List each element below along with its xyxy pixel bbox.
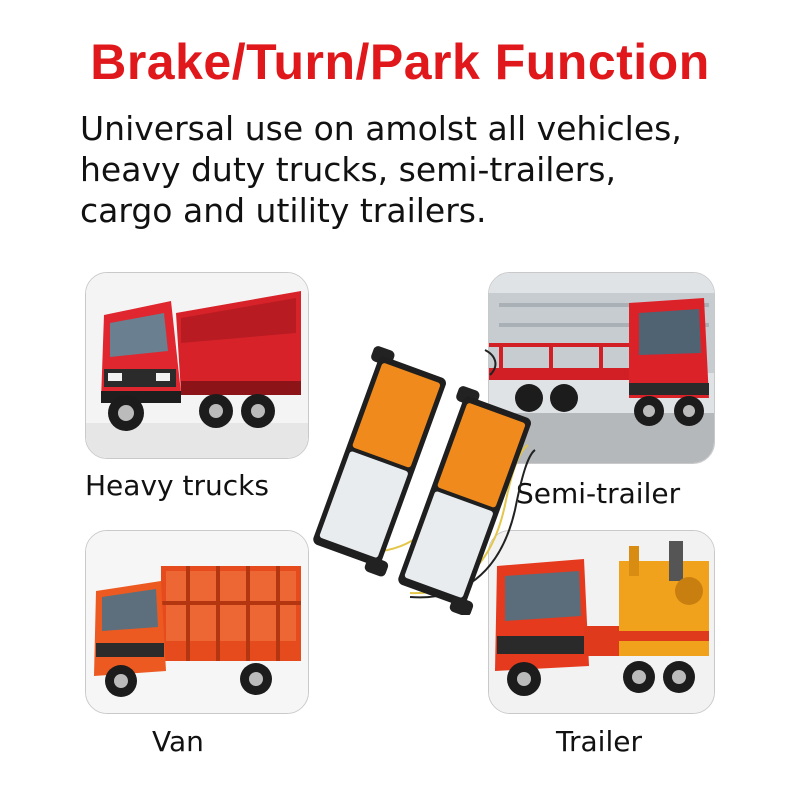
description: Universal use on amolst all vehicles, he… <box>80 108 780 231</box>
vehicle-card-trailer <box>488 530 715 714</box>
dump-truck-photo-icon <box>86 273 308 458</box>
vehicle-label-semi-trailer: Semi-trailer <box>516 477 681 510</box>
tanker-truck-photo-icon <box>489 531 714 713</box>
semi-trailer-photo-icon <box>489 273 714 463</box>
headline: Brake/Turn/Park Function <box>90 34 710 90</box>
description-line: Universal use on amolst all vehicles, <box>80 109 682 148</box>
vehicle-card-van <box>85 530 309 714</box>
vehicle-card-heavy-trucks <box>85 272 309 459</box>
description-line: cargo and utility trailers. <box>80 191 487 230</box>
vehicle-label-van: Van <box>152 725 204 758</box>
description-line: heavy duty trucks, semi-trailers, <box>80 150 616 189</box>
vehicle-card-semi-trailer <box>488 272 715 464</box>
cargo-van-truck-photo-icon <box>86 531 308 713</box>
vehicle-label-trailer: Trailer <box>556 725 642 758</box>
led-tail-light-pair-icon <box>260 345 560 617</box>
vehicle-label-heavy-trucks: Heavy trucks <box>85 469 269 502</box>
